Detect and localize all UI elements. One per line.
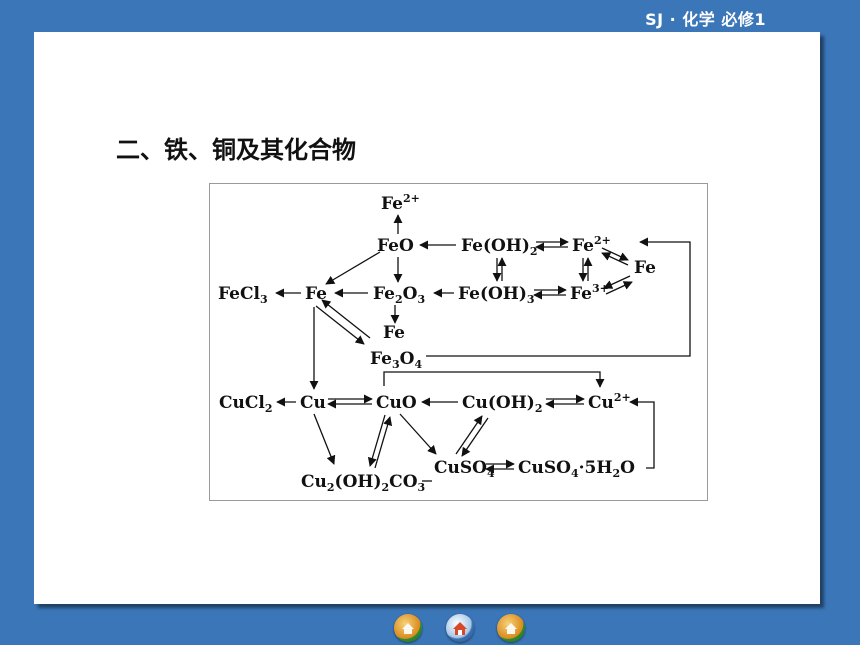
section-title: 二、铁、铜及其化合物 <box>116 136 356 164</box>
eq-fe-fe3o4-b <box>321 299 371 339</box>
eq-cuso4-cuoh2-a <box>455 415 483 455</box>
node-cucl2: CuCl2 <box>219 393 273 415</box>
bracket-cuo-to-cu2plus <box>383 371 605 388</box>
node-fe2plus-top: Fe2+ <box>381 192 420 214</box>
home-icon <box>453 622 467 635</box>
eq-cuo-cu2oh2co3-b <box>374 416 393 469</box>
node-fe2plus-right: Fe2+ <box>572 234 611 256</box>
node-cu2oh2co3: Cu2(OH)2CO3 <box>301 472 425 494</box>
node-feoh3: Fe(OH)3 <box>458 284 535 306</box>
slide-panel: 二、铁、铜及其化合物 Fe2+ FeO Fe(OH)2 Fe2+ Fe FeCl… <box>34 32 820 604</box>
nav-next-button[interactable] <box>497 614 525 642</box>
eq-cuo-cu2oh2co3-a <box>367 414 386 467</box>
eq-fe-fe3plus-a <box>603 275 631 289</box>
node-feoh2: Fe(OH)2 <box>461 236 538 258</box>
house-left-icon <box>402 623 414 634</box>
node-cuso4: CuSO4 <box>434 458 495 480</box>
eq-cuso4-cuoh2-b <box>461 417 489 457</box>
node-cuoh2: Cu(OH)2 <box>462 393 543 415</box>
loop-hydrate-to-cu2plus <box>629 397 655 469</box>
arrow-feo-to-fe <box>325 251 381 285</box>
node-feo: FeO <box>377 236 414 256</box>
nav-prev-button[interactable] <box>394 614 422 642</box>
eq-fe2plus-fe-a <box>601 247 629 261</box>
house-right-icon <box>505 623 517 634</box>
arrow-cu-to-cu2oh2co3 <box>313 413 336 465</box>
node-fecl3: FeCl3 <box>218 284 268 306</box>
node-fe-right: Fe <box>634 258 656 278</box>
node-fe3plus: Fe3+ <box>570 282 609 304</box>
node-fe3o4: Fe3O4 <box>370 349 422 371</box>
node-cuso4-5h2o: CuSO4·5H2O <box>518 458 635 480</box>
eq-fe2plus-fe-b <box>601 252 629 266</box>
arrow-cuo-to-cuso4 <box>399 413 437 455</box>
nav-home-button[interactable] <box>446 614 474 642</box>
node-cu: Cu <box>300 393 326 413</box>
node-fe-center: Fe <box>305 284 327 304</box>
loop-fe3o4-to-fe2plus <box>426 237 691 357</box>
node-fe-lower: Fe <box>383 323 405 343</box>
node-fe2o3: Fe2O3 <box>373 284 425 306</box>
node-cu2plus: Cu2+ <box>588 391 631 413</box>
iron-copper-reaction-diagram: Fe2+ FeO Fe(OH)2 Fe2+ Fe FeCl3 Fe Fe2O3 … <box>209 183 708 501</box>
reaction-network: Fe2+ FeO Fe(OH)2 Fe2+ Fe FeCl3 Fe Fe2O3 … <box>218 192 691 494</box>
eq-fe-fe3o4-a <box>315 305 365 345</box>
eq-fe-fe3plus-b <box>605 281 633 295</box>
course-header: SJ · 化学 必修1 <box>645 10 766 29</box>
node-cuo: CuO <box>376 393 417 413</box>
